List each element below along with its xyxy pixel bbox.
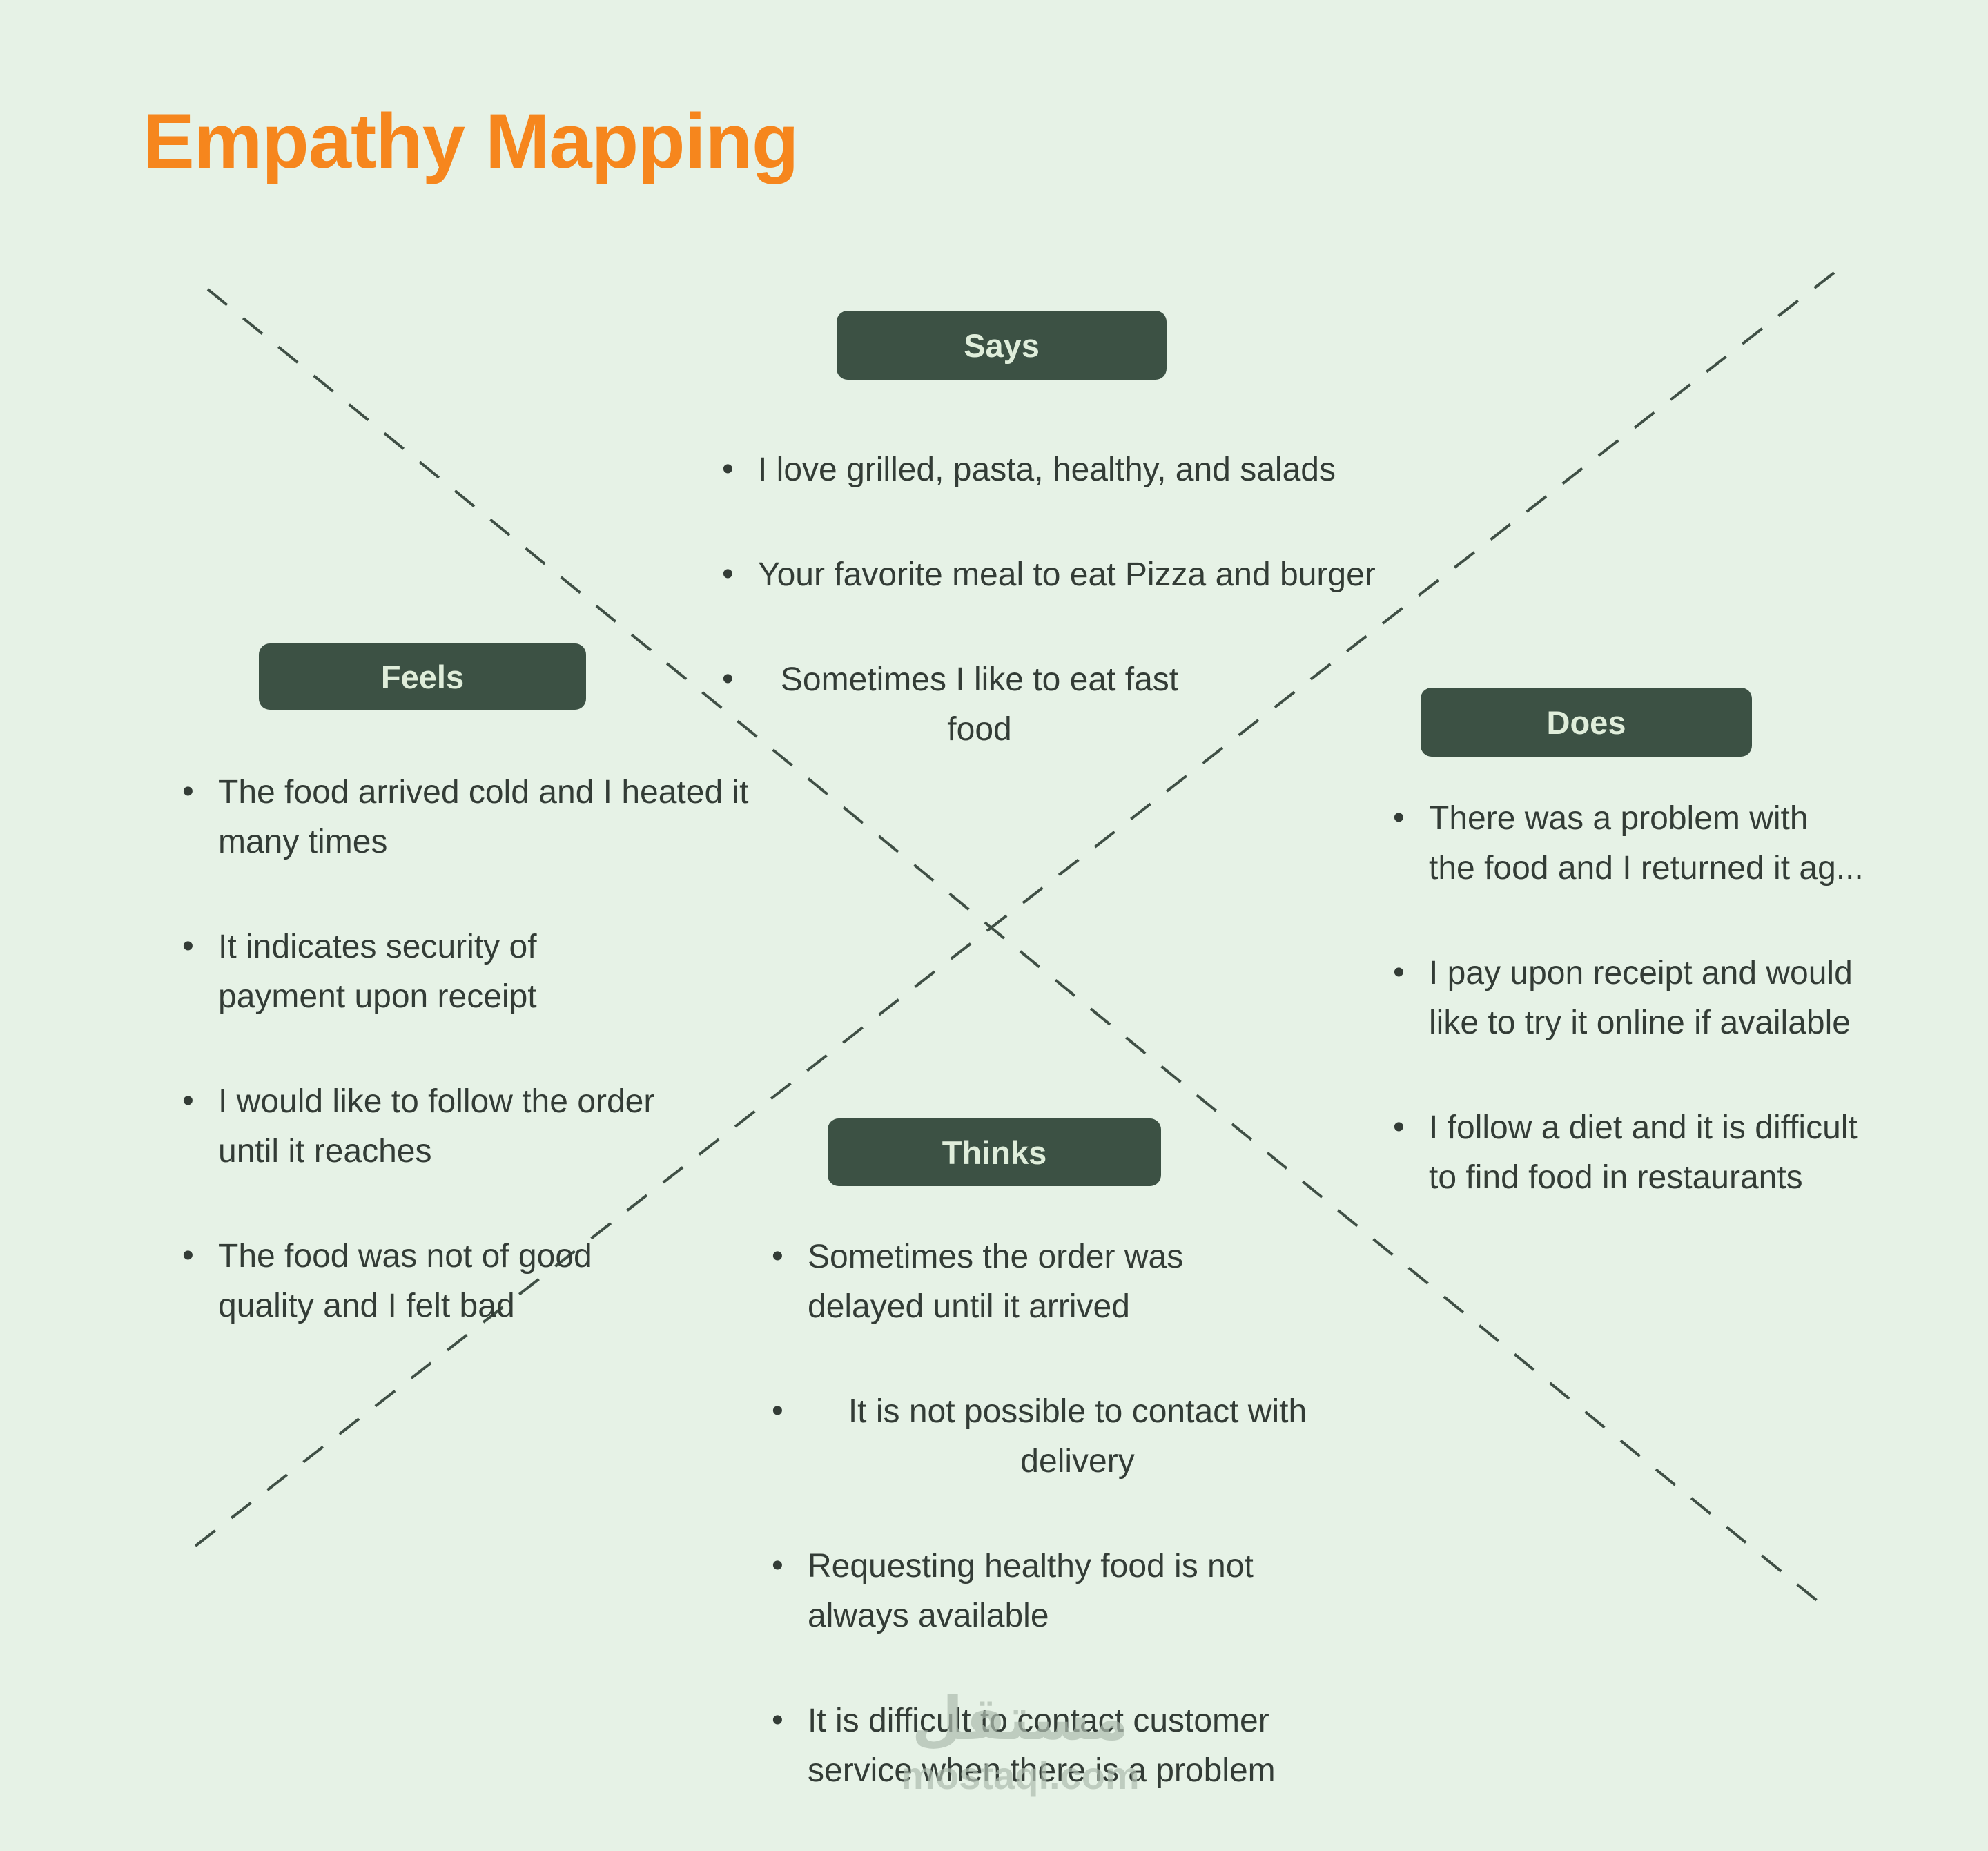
list-item-line: to find food in restaurants (1429, 1159, 1803, 1196)
list-item-line: Sometimes I like to eat fast (780, 661, 1179, 698)
list-item-line: There was a problem with (1429, 800, 1809, 837)
page-title: Empathy Mapping (143, 98, 799, 184)
list-item: It is not possible to contact with delive… (768, 1386, 1347, 1486)
dashed-line-tr-bl (187, 271, 1835, 1553)
thinks-list: Sometimes the order was delayed until it … (768, 1232, 1389, 1851)
does-list: There was a problem with the food and I r… (1389, 793, 1920, 1258)
list-item-line: The food arrived cold and I heated it (218, 774, 749, 811)
watermark-domain: mostaql.com (901, 1754, 1140, 1797)
list-item: I follow a diet and it is difficult to fi… (1389, 1103, 1920, 1203)
list-item: It is difficult to contact customer servi… (768, 1696, 1389, 1796)
list-item-line: It indicates security of (218, 929, 537, 965)
feels-list: The food arrived cold and I heated it man… (178, 767, 841, 1386)
list-item-line: I love grilled, pasta, healthy, and sala… (758, 452, 1336, 488)
list-item-line: It is not possible to contact with (848, 1393, 1307, 1430)
list-item-line: I follow a diet and it is difficult (1429, 1109, 1858, 1146)
list-item-line: payment upon receipt (218, 978, 537, 1015)
list-item-line: Requesting healthy food is not (808, 1548, 1254, 1585)
list-item: It indicates security of payment upon rec… (178, 922, 841, 1022)
list-item-line: always available (808, 1598, 1049, 1634)
list-item-line: The food was not of good (218, 1238, 592, 1275)
list-item: Your favorite meal to eat Pizza and burg… (718, 550, 1505, 600)
says-list: I love grilled, pasta, healthy, and sala… (718, 445, 1505, 810)
list-item-line: I pay upon receipt and would (1429, 955, 1853, 991)
list-item-line: like to try it online if available (1429, 1005, 1851, 1041)
list-item-line: quality and I felt bad (218, 1288, 515, 1324)
list-item-line: It is difficult to contact customer (808, 1703, 1269, 1739)
list-item-line: the food and I returned it ag... (1429, 850, 1864, 886)
watermark: مستقل mostaql.com (813, 1685, 1227, 1798)
list-item-line: Your favorite meal to eat Pizza and burg… (758, 556, 1376, 593)
list-item: The food arrived cold and I heated it man… (178, 767, 841, 867)
list-item: I pay upon receipt and would like to try … (1389, 948, 1920, 1048)
list-item: There was a problem with the food and I r… (1389, 793, 1920, 893)
list-item-line: service when there is a problem (808, 1752, 1276, 1789)
list-item-line: many times (218, 824, 388, 860)
list-item: The food was not of good quality and I fe… (178, 1231, 841, 1331)
list-item: Requesting healthy food is not always ava… (768, 1541, 1389, 1641)
watermark-arabic-logo: مستقل (911, 1685, 1129, 1754)
feels-badge: Feels (259, 643, 586, 710)
thinks-badge: Thinks (828, 1118, 1161, 1186)
list-item-line: I would like to follow the order (218, 1083, 655, 1120)
list-item-line: food (947, 711, 1012, 748)
dashed-line-tl-br (206, 288, 1833, 1614)
list-item-line: until it reaches (218, 1133, 432, 1170)
list-item: Sometimes the order was delayed until it … (768, 1232, 1389, 1332)
list-item-line: delivery (1020, 1443, 1135, 1480)
list-item-line: delayed until it arrived (808, 1288, 1130, 1325)
list-item: I would like to follow the order until it… (178, 1076, 841, 1176)
says-badge: Says (837, 311, 1167, 380)
does-badge: Does (1421, 688, 1752, 757)
list-item: I love grilled, pasta, healthy, and sala… (718, 445, 1505, 495)
list-item-line: Sometimes the order was (808, 1239, 1184, 1275)
list-item: Sometimes I like to eat fast food (718, 655, 1201, 755)
